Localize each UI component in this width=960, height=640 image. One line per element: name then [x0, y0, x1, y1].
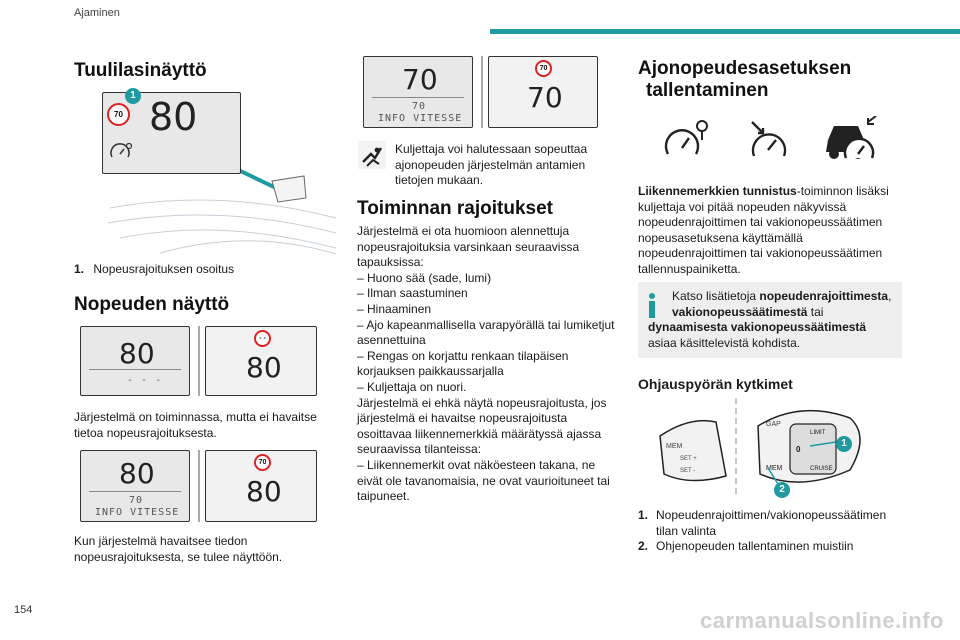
display-c-sign: 70 [535, 60, 552, 77]
speedometer-arrow-icon [746, 118, 794, 167]
intro-bold: Liikennemerkkien tunnistus [638, 184, 797, 198]
limits-item: – Liikennemerkit ovat näköesteen takana,… [357, 457, 610, 504]
page-number: 154 [14, 604, 33, 616]
display-b-small-num: 70 [129, 495, 144, 506]
list-number: 1. [638, 508, 649, 522]
limits-para2: Järjestelmä ei ehkä näytä nopeusrajoitus… [357, 395, 607, 457]
chapter-header: Ajaminen [74, 7, 120, 19]
save-speed-title-line1: Ajonopeudesasetuksen [638, 58, 852, 79]
limits-item: – Rengas on korjattu renkaan tilapäisen … [357, 348, 569, 379]
stalk-label: CRUISE [810, 466, 833, 472]
info-bold2: vakionopeussäätimestä [672, 304, 808, 319]
driver-hand-icon [357, 140, 387, 170]
display-c-small-num: 70 [412, 101, 427, 112]
windscreen-speed: 80 [149, 95, 198, 139]
paragraph-b: Kun järjestelmä havaitsee tiedon nopeusr… [74, 534, 283, 564]
display-a-right: - - 80 [205, 326, 317, 396]
separator [198, 326, 200, 396]
display-a-left-dashes: - - - [127, 375, 163, 386]
info-box: Katso lisätietoja nopeudenrajoittimesta,… [638, 282, 902, 358]
speedometer-icon [109, 141, 133, 168]
intro-rest: -toiminnon lisäksi kuljettaja voi pitää … [638, 184, 889, 276]
info-mid: tai [807, 304, 824, 319]
limits-title: Toiminnan rajoitukset [357, 198, 554, 219]
limits-item: – Huono sää (sade, lumi) [357, 270, 492, 285]
speed-display-title: Nopeuden näyttö [74, 294, 230, 315]
controls-list: 1. Nopeudenrajoittimen/vakionopeussäätim… [638, 508, 906, 555]
display-c-left: 70 70 INFO VITESSE [363, 56, 473, 128]
list-text: Nopeudenrajoittimen/vakionopeussäätimen … [656, 508, 887, 538]
separator [198, 450, 200, 522]
legend-text: Nopeusrajoituksen osoitus [93, 262, 235, 276]
display-a-sign: - - [254, 330, 271, 347]
limits-item: – Hinaaminen [357, 301, 432, 316]
stalk-label: 0 [796, 445, 801, 454]
car-speedometer-icon [822, 115, 878, 169]
display-a-left: 80 - - - [80, 326, 190, 396]
limits-item: – Ilman saastuminen [357, 286, 468, 301]
save-speed-intro: Liikennemerkkien tunnistus-toiminnon lis… [638, 184, 906, 278]
speedometer-pin-icon [662, 118, 710, 167]
speed-sign: 70 [107, 103, 130, 126]
stalk-label: GAP [766, 421, 781, 428]
callout-marker-1: 1 [836, 436, 852, 452]
display-a-right-speed: 80 [246, 351, 282, 384]
limits-intro: Järjestelmä ei ota huomioon alennettuja … [357, 224, 580, 270]
display-a-left-speed: 80 [119, 337, 155, 370]
info-post: asiaa käsittelevistä kohdista. [648, 335, 801, 350]
display-c-left-speed: 70 [402, 63, 438, 96]
info-bold1: nopeudenrajoittimesta [759, 289, 889, 303]
display-b-sign: 70 [254, 454, 271, 471]
stalk-drawing-icon: MEM SET + SET - MEM GAP LIMIT CRUISE 0 [659, 398, 861, 498]
stalk-label: MEM [666, 443, 683, 450]
callout-marker-1: 1 [125, 88, 141, 104]
display-c-right-speed: 70 [527, 81, 563, 114]
stalk-label: MEM [766, 465, 783, 472]
list-item: 2. Ohjenopeuden tallentaminen muistiin [638, 539, 906, 555]
info-comma: , [888, 289, 892, 303]
stalk-label: SET - [680, 468, 695, 474]
display-b-small-text: INFO VITESSE [95, 507, 180, 518]
steering-stalk-illustration: MEM SET + SET - MEM GAP LIMIT CRUISE 0 1… [650, 396, 890, 500]
save-speed-title-line2: tallentaminen [646, 80, 769, 101]
limits-section: Järjestelmä ei ota huomioon alennettuja … [357, 224, 622, 505]
divider [372, 97, 464, 98]
display-b-left: 80 70 INFO VITESSE [80, 450, 190, 522]
stalk-label: SET + [680, 456, 697, 462]
info-pre: Katso lisätietoja [672, 289, 760, 303]
limits-item: – Ajo kapeanmallisella varapyörällä tai … [357, 317, 615, 348]
display-b-left-speed: 80 [119, 457, 155, 490]
display-c-right: 70 70 [488, 56, 598, 128]
limits-item: – Kuljettaja on nuori. [357, 379, 467, 394]
list-text: Ohjenopeuden tallentaminen muistiin [656, 539, 854, 554]
legend-item: 1. Nopeusrajoituksen osoitus [74, 262, 234, 278]
legend-number: 1. [74, 262, 85, 276]
list-item: 1. Nopeudenrajoittimen/vakionopeussäätim… [638, 508, 906, 539]
divider [89, 369, 181, 370]
list-number: 2. [638, 539, 649, 554]
callout-marker-2: 2 [774, 482, 790, 498]
stalk-label: LIMIT [810, 430, 826, 436]
header-accent-bar [490, 29, 960, 34]
display-c-small-text: INFO VITESSE [378, 113, 463, 124]
info-bold3: dynaamisesta vakionopeussäätimestä [648, 320, 867, 334]
display-b-right-speed: 80 [246, 475, 282, 508]
info-icon [646, 292, 658, 323]
paragraph-a: Järjestelmä on toiminnassa, mutta ei hav… [74, 410, 317, 440]
controls-title: Ohjauspyörän kytkimet [638, 376, 793, 392]
divider [89, 491, 181, 492]
driver-note: Kuljettaja voi halutessaan sopeuttaa ajo… [395, 142, 588, 188]
windscreen-display: 70 80 [102, 92, 241, 174]
watermark: carmanualsonline.info [700, 608, 944, 633]
separator [481, 56, 483, 128]
display-b-right: 70 80 [205, 450, 317, 522]
windscreen-title: Tuulilasinäyttö [74, 60, 207, 81]
